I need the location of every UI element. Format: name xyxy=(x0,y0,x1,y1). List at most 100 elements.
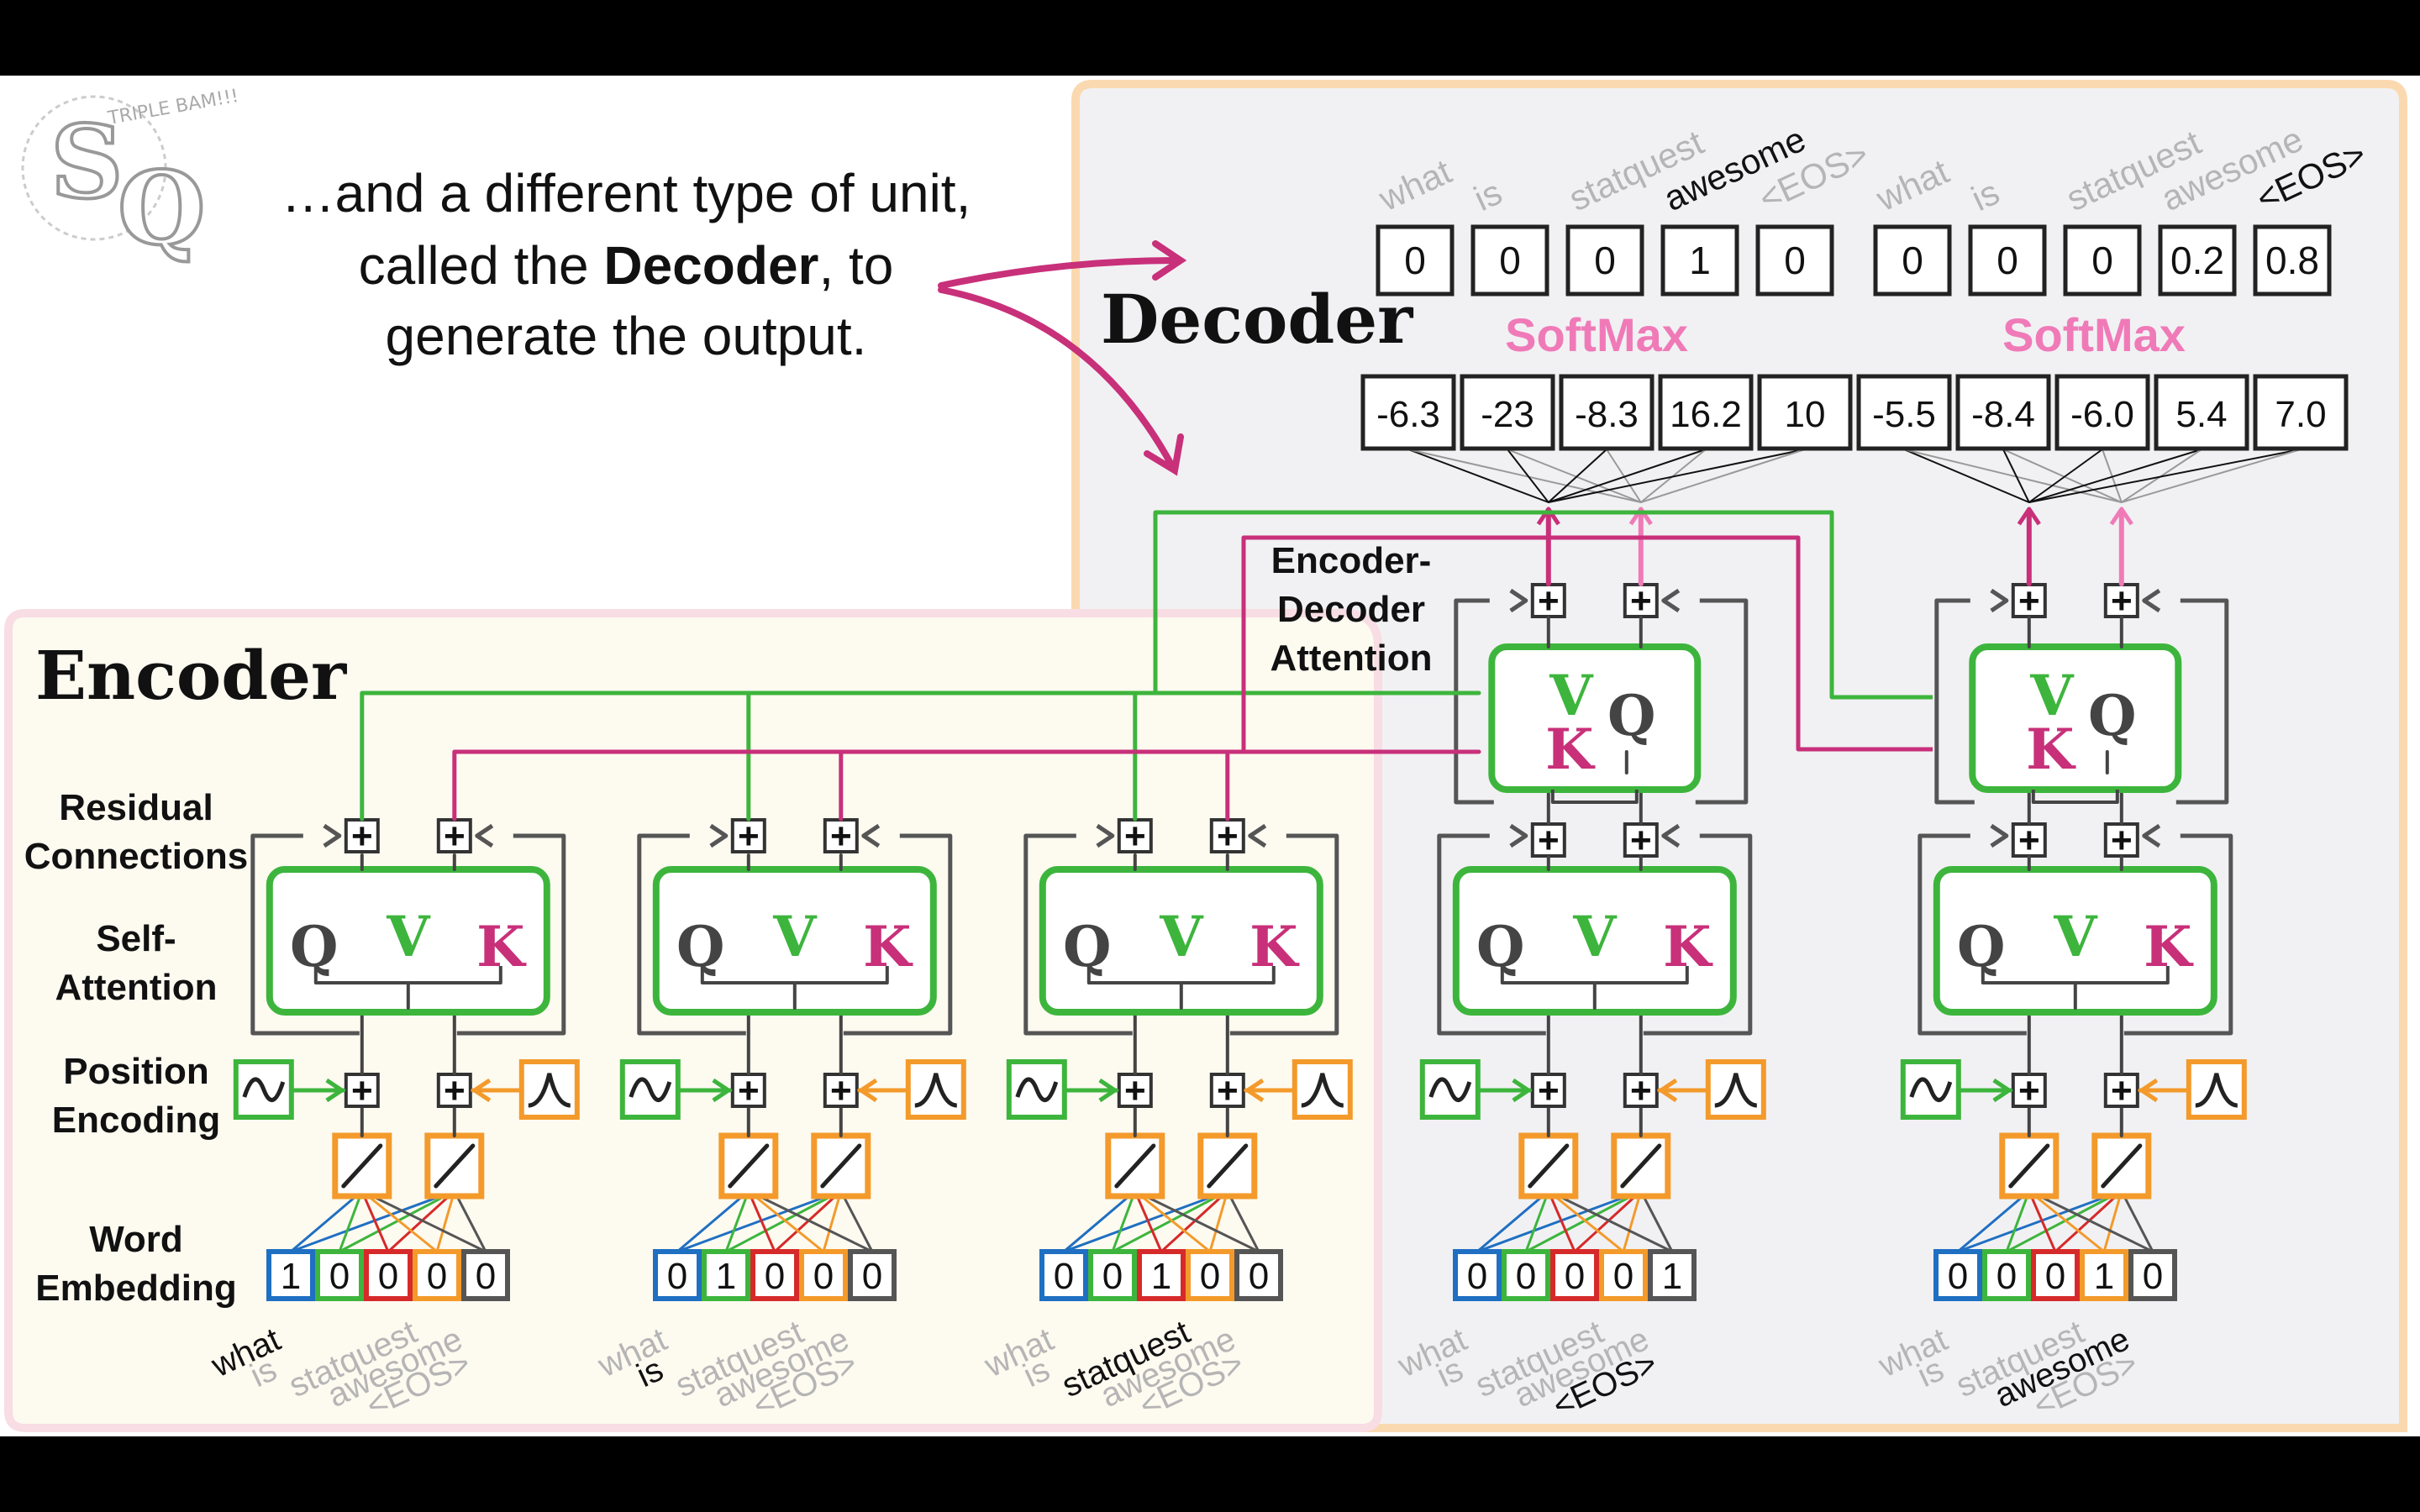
one-hot-box xyxy=(1039,1249,1088,1301)
activation-function xyxy=(811,1132,871,1200)
one-hot-value: 1 xyxy=(281,1256,301,1297)
arrow-head xyxy=(1628,507,1653,526)
embedding-weight xyxy=(453,1189,487,1253)
fc-weight xyxy=(1606,449,1642,503)
add-node: + xyxy=(2011,1070,2047,1111)
v-letter: V xyxy=(2053,904,2098,969)
activation-function xyxy=(1197,1132,1258,1200)
add-node: + xyxy=(823,816,859,857)
cosine-curve xyxy=(2195,1073,2238,1108)
probability-value: 0 xyxy=(1499,239,1521,282)
embedding-weight xyxy=(839,1189,874,1253)
attention-box xyxy=(1969,643,2182,793)
probability-box xyxy=(1968,224,2047,297)
plus-sign: + xyxy=(2018,1070,2040,1111)
identity-line xyxy=(2008,1143,2050,1189)
arrow-head xyxy=(1509,823,1528,848)
probability-value: 0 xyxy=(1404,239,1426,282)
fc-weight xyxy=(1507,449,1549,503)
one-hot-box xyxy=(413,1249,461,1301)
self-attention-label-2: Attention xyxy=(55,967,217,1008)
fc-weight xyxy=(2002,449,2123,503)
fc-weight xyxy=(1407,449,1549,503)
one-hot-value: 0 xyxy=(1996,1256,2017,1297)
add-node: + xyxy=(730,816,766,857)
residual-rail-right xyxy=(1695,598,1749,805)
logit-box xyxy=(2154,374,2249,451)
residual-rail-left xyxy=(1023,833,1133,1036)
probability-value: 0 xyxy=(2091,239,2113,282)
residual-rail-left xyxy=(1918,833,2027,1036)
attention-box xyxy=(1488,643,1702,793)
embedding-weight xyxy=(1134,1189,1163,1253)
arrow-head xyxy=(323,823,342,848)
embedding-weight xyxy=(1547,1189,1576,1253)
embedding-weight xyxy=(2005,1189,2031,1253)
embedding-weight xyxy=(338,1189,456,1253)
one-hot-value: 0 xyxy=(1516,1256,1536,1297)
embedding-weight xyxy=(1524,1189,1550,1253)
arrow-head xyxy=(2109,507,2133,526)
identity-line xyxy=(341,1143,383,1189)
embedding-weight xyxy=(1111,1189,1229,1253)
activation-function xyxy=(1611,1132,1671,1200)
one-hot-box xyxy=(799,1249,848,1301)
one-hot-value: 0 xyxy=(329,1256,350,1297)
fc-weight xyxy=(2120,449,2302,503)
one-hot-value: 1 xyxy=(1662,1256,1682,1297)
row-labels: Residual Connections Self- Attention Pos… xyxy=(24,787,248,1309)
add-box xyxy=(1623,1073,1659,1108)
add-node: + xyxy=(2011,580,2047,622)
one-hot-box xyxy=(1982,1249,2031,1301)
add-node: + xyxy=(1623,580,1659,622)
arrow-head xyxy=(1990,823,2009,848)
plus-sign: + xyxy=(830,816,852,857)
activation-function xyxy=(424,1132,485,1200)
embedding-weight xyxy=(747,1189,825,1253)
one-hot-value: 0 xyxy=(476,1256,496,1297)
embedding-weight xyxy=(360,1189,439,1253)
embedding-weight xyxy=(1062,1189,1229,1253)
arrow-head xyxy=(1659,1078,1678,1103)
one-hot-value: 0 xyxy=(1613,1256,1634,1297)
embedding-weight xyxy=(724,1189,750,1253)
one-hot-box xyxy=(1648,1249,1697,1301)
arrow-head xyxy=(861,823,881,848)
attention-box xyxy=(266,866,550,1016)
embedding-weight xyxy=(2005,1189,2123,1253)
sine-position-icon xyxy=(1900,1059,1961,1120)
sine-position-icon xyxy=(233,1059,294,1120)
one-hot-box xyxy=(653,1249,702,1301)
plus-sign: + xyxy=(2111,580,2133,622)
cosine-position-icon xyxy=(1705,1059,1766,1120)
logit-box xyxy=(1460,374,1555,451)
sine-position-icon xyxy=(619,1059,681,1120)
caption-line-1: …and a different type of unit, xyxy=(281,163,971,223)
logit-box xyxy=(2253,374,2349,451)
embedding-weight xyxy=(1622,1189,1643,1253)
probability-box xyxy=(2253,224,2332,297)
plus-sign: + xyxy=(738,1070,760,1111)
probability-value: 1 xyxy=(1689,239,1711,282)
fc-weight xyxy=(1903,449,2123,503)
add-box xyxy=(1209,818,1245,853)
cosine-position-icon xyxy=(905,1059,966,1120)
add-node: + xyxy=(2011,820,2047,861)
one-hot-value: 0 xyxy=(1565,1256,1585,1297)
add-node: + xyxy=(1209,1070,1245,1111)
plus-sign: + xyxy=(1630,1070,1652,1111)
plus-sign: + xyxy=(2111,820,2133,861)
residual-rail-right xyxy=(2123,833,2233,1036)
embedding-weight xyxy=(1956,1189,2031,1253)
one-hot-box xyxy=(315,1249,364,1301)
plus-sign: + xyxy=(1630,580,1652,622)
attention-box xyxy=(1452,866,1737,1016)
residual-label-1: Residual xyxy=(59,787,213,828)
one-hot-box xyxy=(1453,1249,1502,1301)
logit-value: -6.3 xyxy=(1376,394,1440,435)
one-hot-box xyxy=(1933,1249,1982,1301)
add-box xyxy=(2103,1073,2139,1108)
